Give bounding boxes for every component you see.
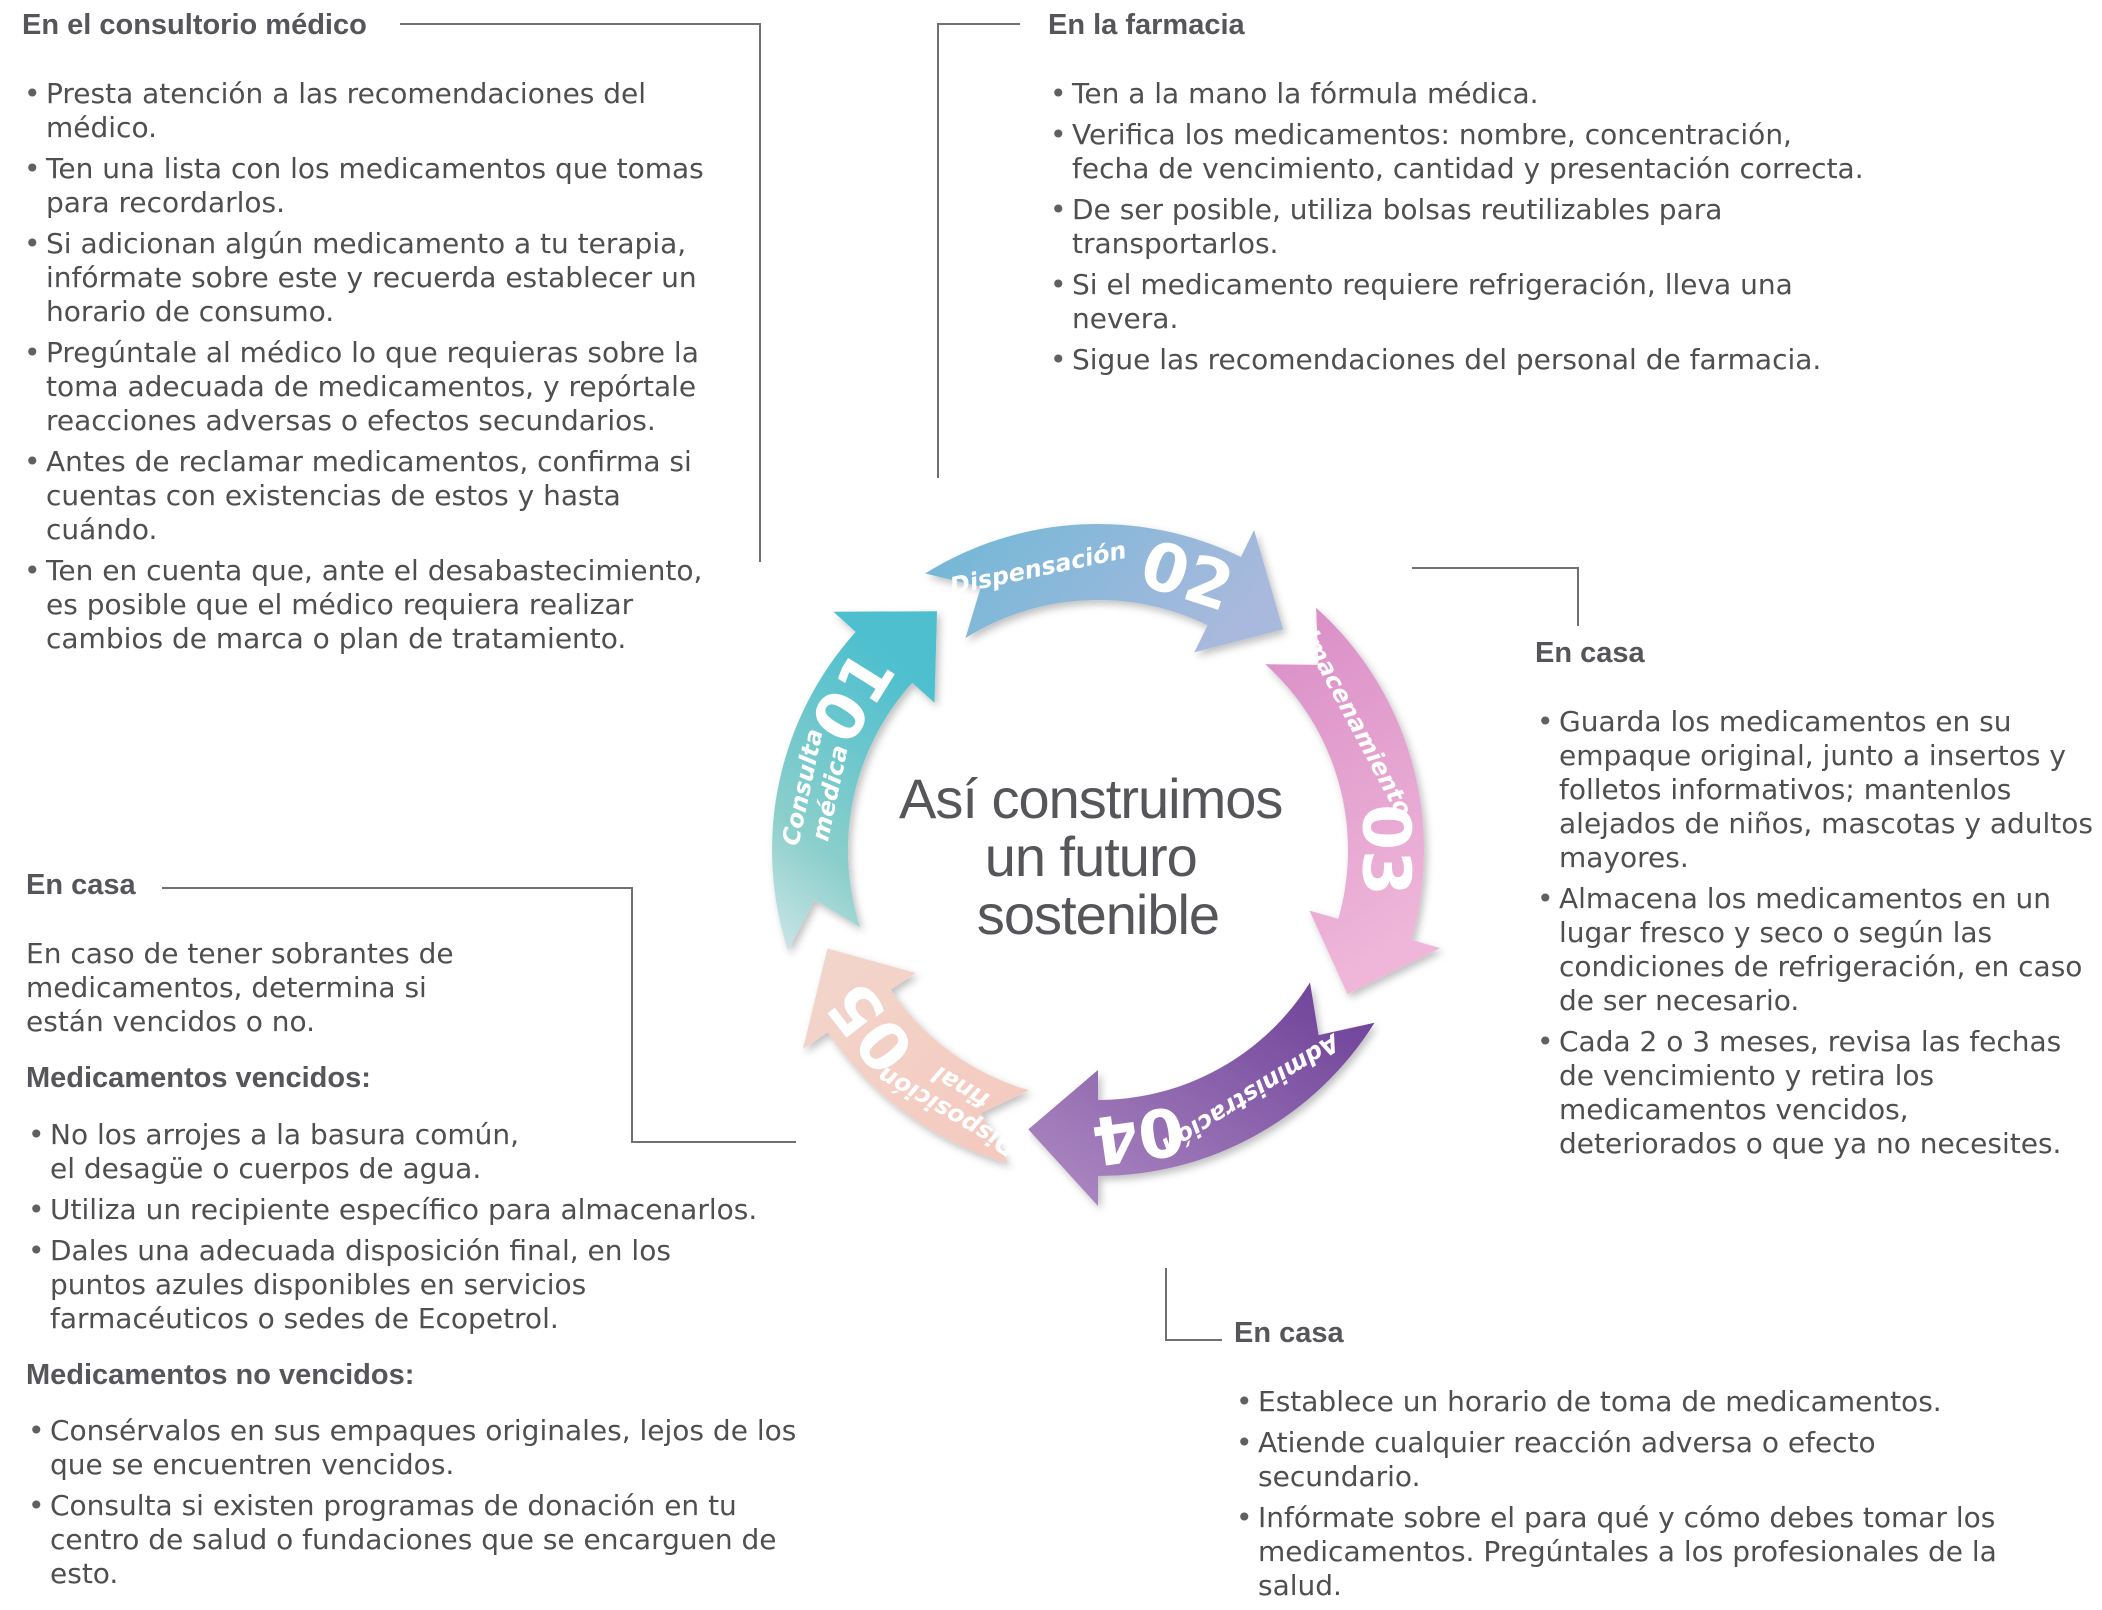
list-item: Ten en cuenta que, ante el desabastecimi…: [22, 554, 722, 656]
list-item: Infórmate sobre el para qué y cómo debes…: [1234, 1501, 2014, 1603]
connector-consultorio: [400, 23, 761, 562]
list-item: Almacena los medicamentos en un lugar fr…: [1535, 882, 2095, 1018]
list-item: Consulta si existen programas de donació…: [26, 1489, 826, 1591]
connector-farmacia: [937, 23, 1020, 478]
casa-disposicion-title: En casa: [26, 869, 136, 901]
casa-administracion-list: Establece un horario de toma de medicame…: [1234, 1385, 2014, 1603]
farmacia-section: En la farmacia Ten a la mano la fórmula …: [1048, 8, 1868, 384]
list-item: Si el medicamento requiere refrigeración…: [1048, 268, 1868, 336]
list-item: Ten a la mano la fórmula médica.: [1048, 77, 1868, 111]
list-item: Presta atención a las recomendaciones de…: [22, 77, 722, 145]
consultorio-section: En el consultorio médico Presta atención…: [22, 8, 722, 663]
list-item: Dales una adecuada disposición final, en…: [26, 1234, 710, 1336]
list-item: Establece un horario de toma de medicame…: [1234, 1385, 2014, 1419]
no-vencidos-list: Consérvalos en sus empaques originales, …: [26, 1414, 826, 1591]
list-item: Consérvalos en sus empaques originales, …: [26, 1414, 826, 1482]
no-vencidos-title: Medicamentos no vencidos:: [26, 1358, 415, 1391]
connector-casa-administracion: [1165, 1268, 1222, 1341]
list-item: De ser posible, utiliza bolsas reutiliza…: [1048, 193, 1868, 261]
cycle-arrow-2: [925, 523, 1284, 653]
list-item: Atiende cualquier reacción adversa o efe…: [1234, 1426, 2014, 1494]
list-item: Cada 2 o 3 meses, revisa las fechas de v…: [1535, 1025, 2095, 1161]
list-item: Si adicionan algún medicamento a tu tera…: [22, 227, 722, 329]
cycle-arrow-3: [1265, 607, 1441, 994]
casa-administracion-title: En casa: [1234, 1317, 1344, 1349]
consultorio-title: En el consultorio médico: [22, 9, 367, 41]
list-item: Antes de reclamar medicamentos, confirma…: [22, 445, 722, 547]
list-item: Guarda los medicamentos en su empaque or…: [1535, 705, 2095, 875]
cycle-arrow-1: [772, 611, 937, 951]
list-item: Ten una lista con los medicamentos que t…: [22, 152, 722, 220]
list-item: Verifica los medicamentos: nombre, conce…: [1048, 118, 1868, 186]
step-number-3: 03: [1348, 804, 1425, 896]
center-title-line-1: Así construimos: [899, 767, 1282, 830]
connector-lines: [162, 23, 1579, 1341]
cycle-arrows: [772, 523, 1441, 1206]
casa-almacenamiento-section: En casa Guarda los medicamentos en su em…: [1535, 636, 2095, 1168]
list-item: Utiliza un recipiente específico para al…: [26, 1193, 826, 1227]
list-item: No los arrojes a la basura común, el des…: [26, 1118, 530, 1186]
farmacia-title: En la farmacia: [1048, 9, 1245, 41]
connector-casa-disposicion: [162, 887, 796, 1143]
step-number-4: 04: [1087, 1091, 1189, 1180]
casa-disposicion-section: En casa En caso de tener sobrantes de me…: [26, 868, 826, 1598]
cycle-arrow-5: [802, 948, 1030, 1164]
center-title: Así construimos un futuro sostenible: [899, 767, 1297, 946]
casa-almacenamiento-list: Guarda los medicamentos en su empaque or…: [1535, 705, 2095, 1161]
list-item: Sigue las recomendaciones del personal d…: [1048, 343, 1868, 377]
casa-administracion-section: En casa Establece un horario de toma de …: [1234, 1316, 2014, 1610]
connector-casa-almacenamiento: [1412, 567, 1579, 626]
list-item: Pregúntale al médico lo que requieras so…: [22, 336, 722, 438]
cycle-arrow-4: [1028, 982, 1375, 1206]
center-title-line-3: sostenible: [977, 883, 1219, 946]
vencidos-title: Medicamentos vencidos:: [26, 1061, 371, 1094]
casa-disposicion-intro: En caso de tener sobrantes de medicament…: [26, 936, 454, 1038]
center-title-line-2: un futuro: [985, 825, 1197, 888]
consultorio-list: Presta atención a las recomendaciones de…: [22, 77, 722, 656]
casa-almacenamiento-title: En casa: [1535, 637, 1645, 669]
farmacia-list: Ten a la mano la fórmula médica. Verific…: [1048, 77, 1868, 377]
vencidos-list: No los arrojes a la basura común, el des…: [26, 1118, 826, 1336]
